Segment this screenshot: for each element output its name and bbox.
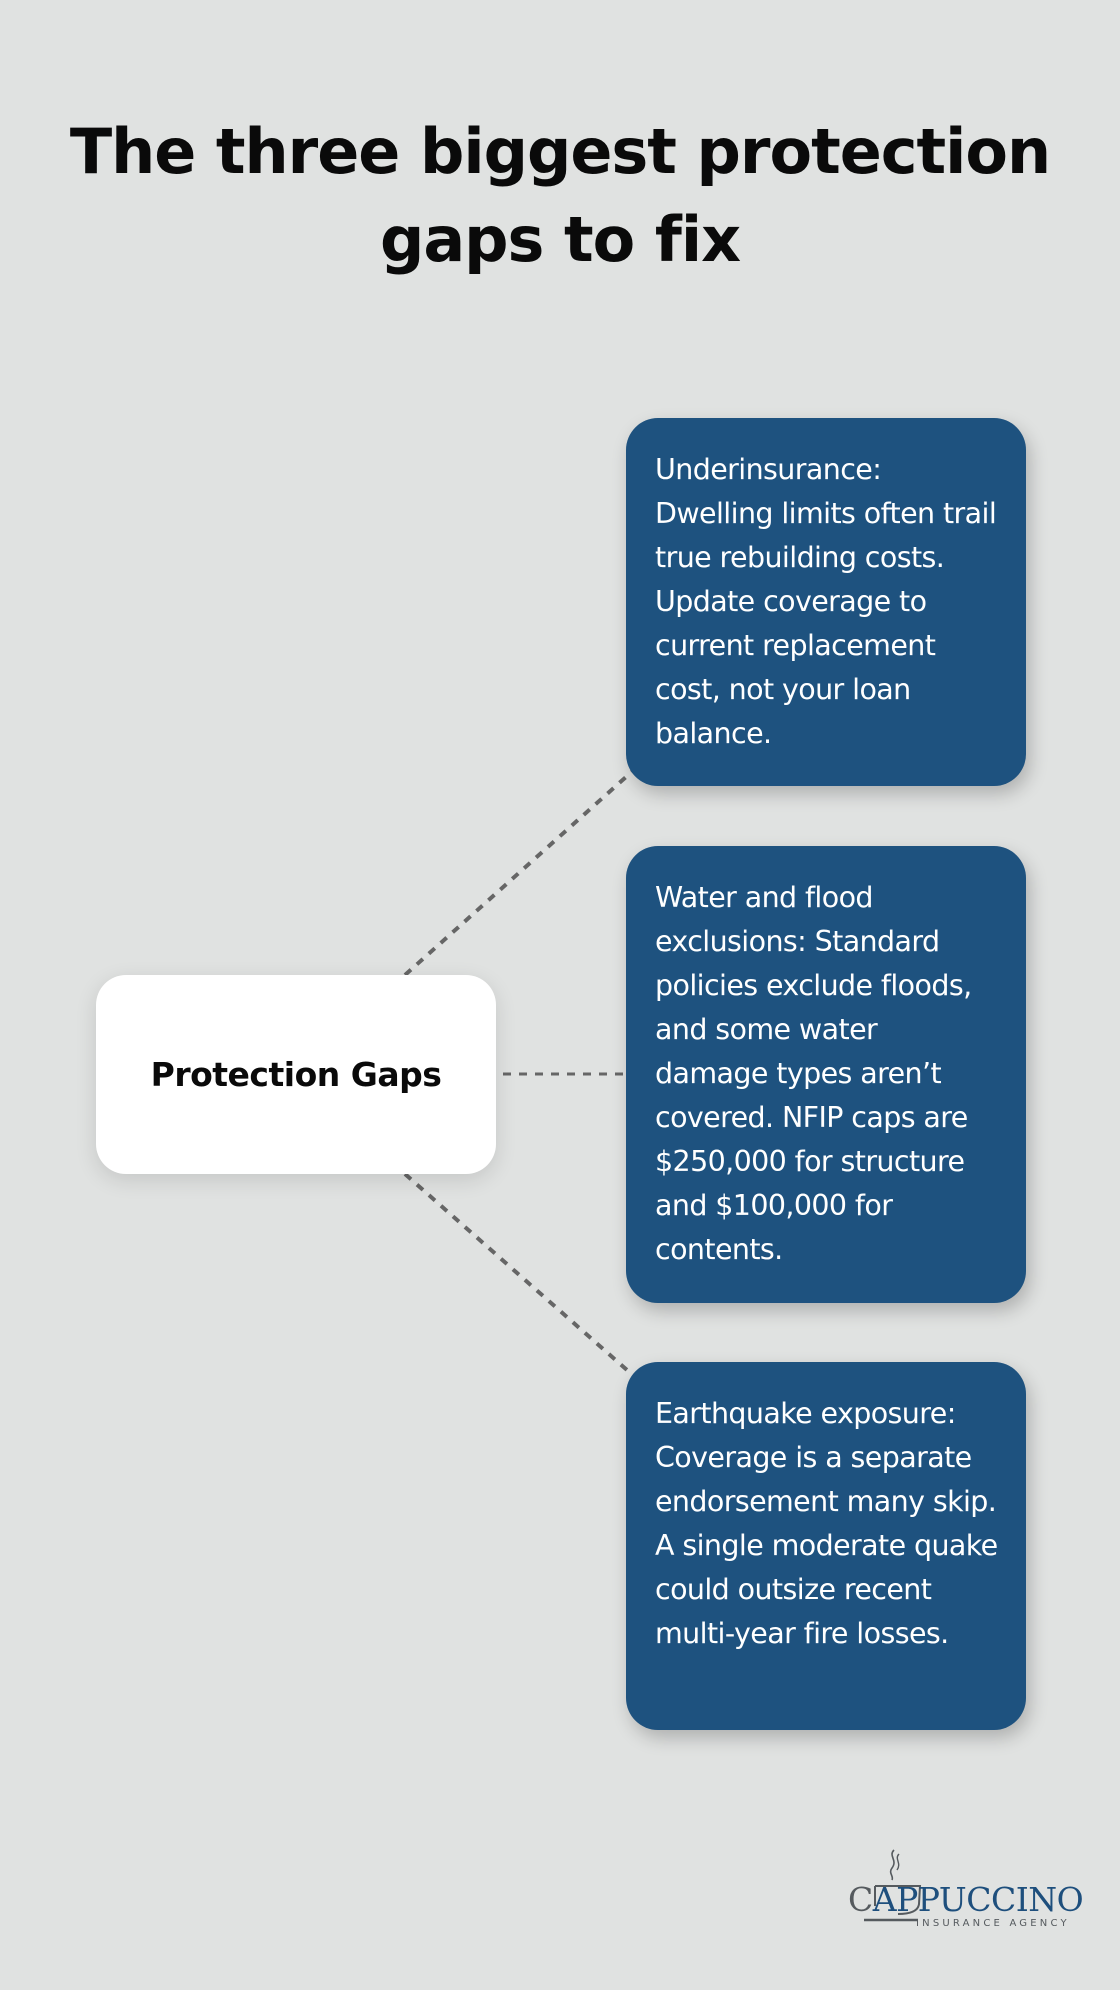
- coffee-cup-icon: [864, 1849, 922, 1922]
- branch-card-text: Underinsurance: Dwelling limits often tr…: [655, 453, 997, 750]
- cappuccino-logo: CAPPUCCINO INSURANCE AGENCY: [848, 1848, 1084, 1929]
- branch-card-underinsurance: Underinsurance: Dwelling limits often tr…: [626, 418, 1026, 786]
- connector-bottom: [403, 1172, 638, 1380]
- center-node-label: Protection Gaps: [150, 1055, 442, 1094]
- branch-card-water-flood: Water and flood exclusions: Standard pol…: [626, 846, 1026, 1303]
- center-node: Protection Gaps: [96, 975, 496, 1174]
- branch-card-text: Earthquake exposure: Coverage is a separ…: [655, 1397, 998, 1650]
- connector-top: [403, 766, 638, 977]
- logo-wordmark: CAPPUCCINO: [848, 1880, 1084, 1919]
- branch-card-text: Water and flood exclusions: Standard pol…: [655, 881, 972, 1266]
- logo-tagline: INSURANCE AGENCY: [916, 1918, 1070, 1929]
- branch-card-earthquake: Earthquake exposure: Coverage is a separ…: [626, 1362, 1026, 1730]
- page-title: The three biggest protection gaps to fix: [69, 115, 1051, 276]
